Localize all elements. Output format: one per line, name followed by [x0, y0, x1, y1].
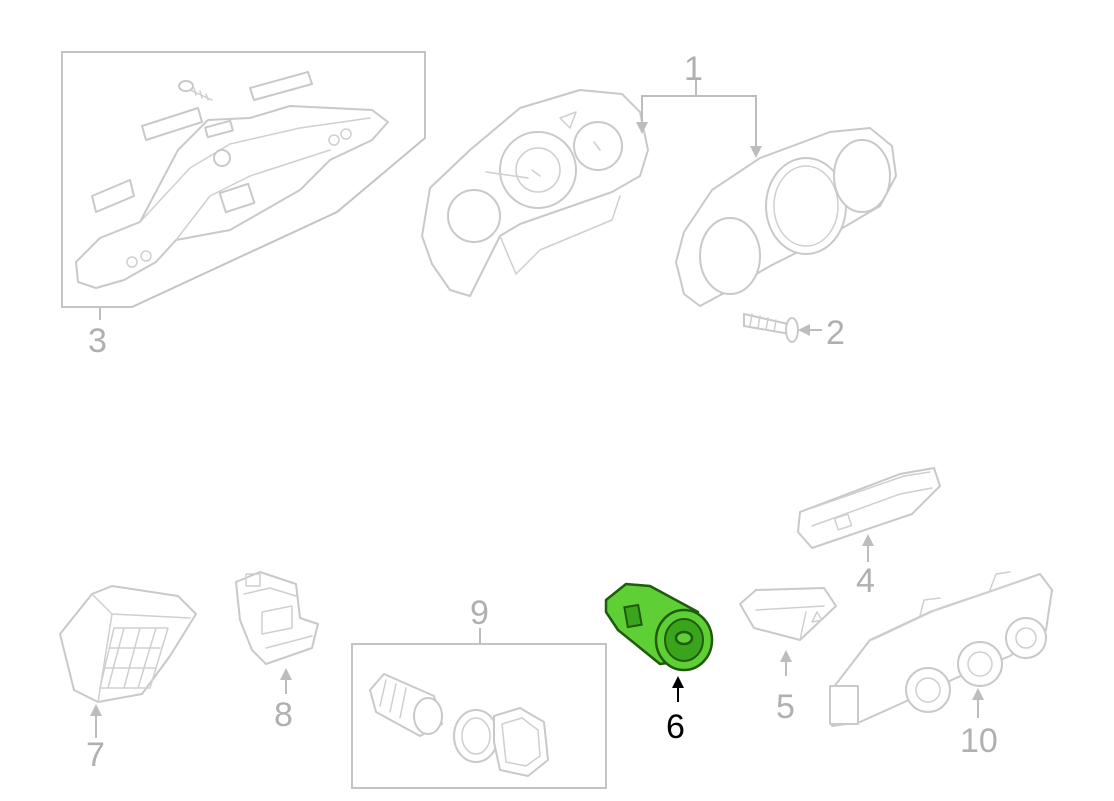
part-7-grid [99, 627, 169, 689]
part-10-knob-right [1005, 617, 1047, 659]
part-3-screw [178, 80, 213, 101]
part-1-rear-bracket [499, 195, 621, 275]
part-10-arrow [972, 688, 984, 700]
part-7-arrow [90, 704, 102, 716]
callout-1: 1 [684, 50, 703, 88]
part-1-group[interactable]: 1 [421, 50, 897, 307]
part-1-arrow-front [750, 146, 762, 158]
part-3-hole-b [126, 256, 138, 268]
part-4-switch-button [833, 513, 853, 531]
part-1-leader [641, 80, 757, 150]
part-3-slot [218, 182, 256, 214]
callout-4: 4 [856, 562, 875, 600]
callout-7: 7 [86, 736, 105, 774]
part-4-switch-top [811, 471, 933, 527]
part-8-group[interactable]: 8 [235, 571, 319, 734]
part-5-hazard-triangle [811, 611, 823, 623]
part-7-group[interactable]: 7 [59, 585, 197, 774]
part-7-panel [59, 585, 197, 703]
part-3-hole-a [213, 149, 231, 167]
part-10-knob-left [905, 667, 951, 713]
part-5-hazard-face [755, 605, 825, 641]
part-9-bezel-inner [461, 717, 491, 755]
part-10-knob-center [957, 641, 1003, 687]
part-5-arrow [780, 650, 792, 662]
callout-10: 10 [960, 722, 998, 760]
part-1-rear-triangle [559, 111, 577, 129]
part-3-group[interactable]: 3 [61, 51, 426, 360]
part-1-front-gauge-left [699, 217, 761, 295]
callout-3: 3 [88, 322, 107, 360]
part-3-kit-frame [61, 51, 426, 308]
part-4-group[interactable]: 4 [797, 467, 941, 600]
part-6-group[interactable]: 6 [604, 582, 714, 746]
part-10-knob-center-inner [967, 651, 993, 677]
part-2-screw-head [785, 317, 799, 343]
callout-8: 8 [274, 696, 293, 734]
callout-6: 6 [666, 708, 685, 746]
part-10-panel-top [871, 571, 1031, 641]
part-2-screw-thread [749, 313, 777, 333]
part-1-rear-gauge-center-inner [515, 147, 561, 193]
part-10-knob-left-inner [915, 677, 941, 703]
part-9-cap-inner [501, 717, 541, 767]
callout-2: 2 [826, 314, 845, 352]
part-1-front-gauge-right [833, 139, 891, 213]
part-10-group[interactable]: 10 [829, 571, 1053, 760]
callout-9: 9 [470, 594, 489, 632]
part-4-arrow [862, 534, 874, 546]
callout-5: 5 [776, 688, 795, 726]
part-1-rear-gauge-left [447, 189, 501, 243]
part-5-hazard-switch [739, 587, 837, 641]
part-8-arrow [280, 668, 292, 680]
part-2-arrow [798, 324, 810, 336]
part-1-rear-gauge-center [499, 131, 577, 209]
part-6-socket-slot [623, 603, 643, 629]
part-3-tab [204, 119, 234, 139]
part-3-hole-c [140, 250, 152, 262]
part-3-sticker-c [91, 179, 135, 213]
part-3-bracket-ridge [139, 117, 371, 241]
part-9-lighter-rings [379, 679, 407, 719]
part-3-sticker-a [249, 71, 313, 101]
part-3-hole-d [328, 134, 340, 146]
part-6-arrow [672, 676, 684, 688]
part-10-knob-right-inner [1015, 627, 1037, 649]
part-1-rear-needle [485, 141, 601, 179]
part-9-group[interactable]: 9 [351, 594, 607, 789]
part-4-switch-strip [797, 467, 941, 549]
part-1-arrow-rear [636, 122, 648, 134]
part-8-switch-detail [243, 587, 313, 649]
part-6-socket-inner [674, 630, 694, 646]
part-2-group[interactable]: 2 [743, 313, 845, 352]
part-3-hole-e [340, 128, 352, 140]
part-9-cap [493, 707, 549, 777]
part-5-group[interactable]: 5 [739, 587, 837, 726]
part-1-front-gauge-center-inner [773, 165, 839, 247]
part-10-connector [829, 685, 859, 725]
part-9-lighter-end [413, 697, 443, 735]
part-1-rear-gauge-right [573, 121, 623, 171]
part-8-switch-body [235, 571, 319, 665]
part-8-switch-pin [245, 573, 261, 587]
part-3-sticker-b [141, 107, 203, 141]
